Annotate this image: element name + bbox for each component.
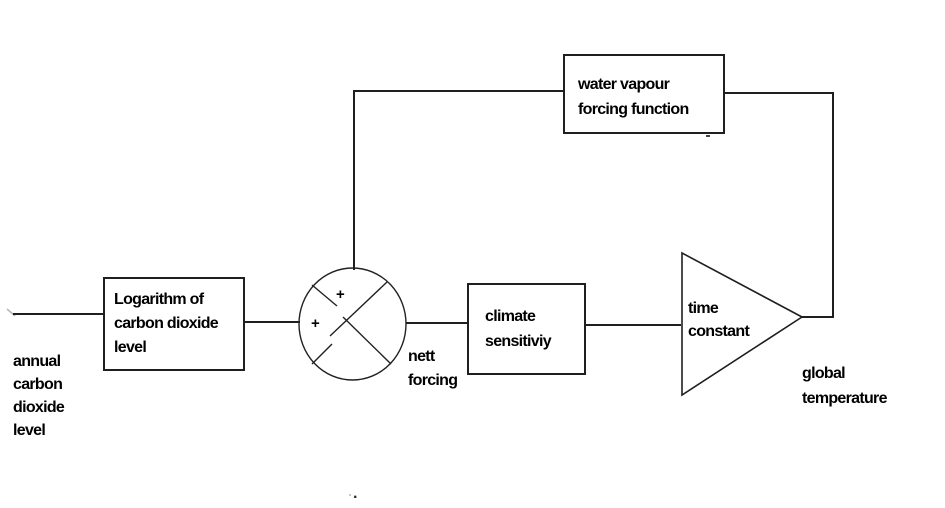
logarithm-box-line2: carbon dioxide [114,315,219,332]
input-label-line3: dioxide [13,399,65,416]
output-label-line1: global [802,365,846,382]
feedback-right-line [725,92,834,317]
net-forcing-line2: forcing [408,372,458,389]
stray-mark [349,494,351,496]
climate-sensitivity-box-line2: sensitiviy [485,333,552,350]
plus-sign-top-input: + [336,286,345,303]
stray-mark [706,135,710,137]
climate-sensitivity-box-label: climate sensitiviy [485,304,552,354]
net-forcing-line1: nett [408,348,435,365]
water-vapour-box: water vapour forcing function [563,54,725,134]
gain-triangle-line2: constant [688,323,750,340]
climate-sensitivity-box-line1: climate [485,308,536,325]
gain-triangle [681,251,804,397]
sum-cross-segment [311,284,338,307]
gain-triangle-label: time constant [688,297,750,343]
net-forcing-label: nett forcing [408,345,458,393]
input-label-line4: level [13,422,46,439]
stray-period: . [353,485,358,502]
output-label: global temperature [802,361,887,411]
water-vapour-box-line2: forcing function [578,101,689,118]
water-vapour-box-label: water vapour forcing function [578,72,689,122]
sum-cross-segment [329,281,388,337]
plus-sign-left-input: + [311,315,320,332]
input-label-line2: carbon [13,376,63,393]
feedback-left-line [353,90,563,270]
sum-cross-segment [342,316,392,365]
climate-sensitivity-box: climate sensitiviy [467,283,586,375]
logarithm-box-line1: Logarithm of [114,291,204,308]
logarithm-box: Logarithm of carbon dioxide level [103,277,245,371]
output-label-line2: temperature [802,390,887,407]
logarithm-box-line3: level [114,339,147,356]
logarithm-box-label: Logarithm of carbon dioxide level [114,288,219,360]
sum-cross-segment [311,343,333,365]
input-label-line1: annual [13,353,61,370]
summing-junction-circle [298,267,407,381]
gain-triangle-line1: time [688,300,719,317]
input-label: annual carbon dioxide level [13,350,65,442]
water-vapour-box-line1: water vapour [578,76,670,93]
